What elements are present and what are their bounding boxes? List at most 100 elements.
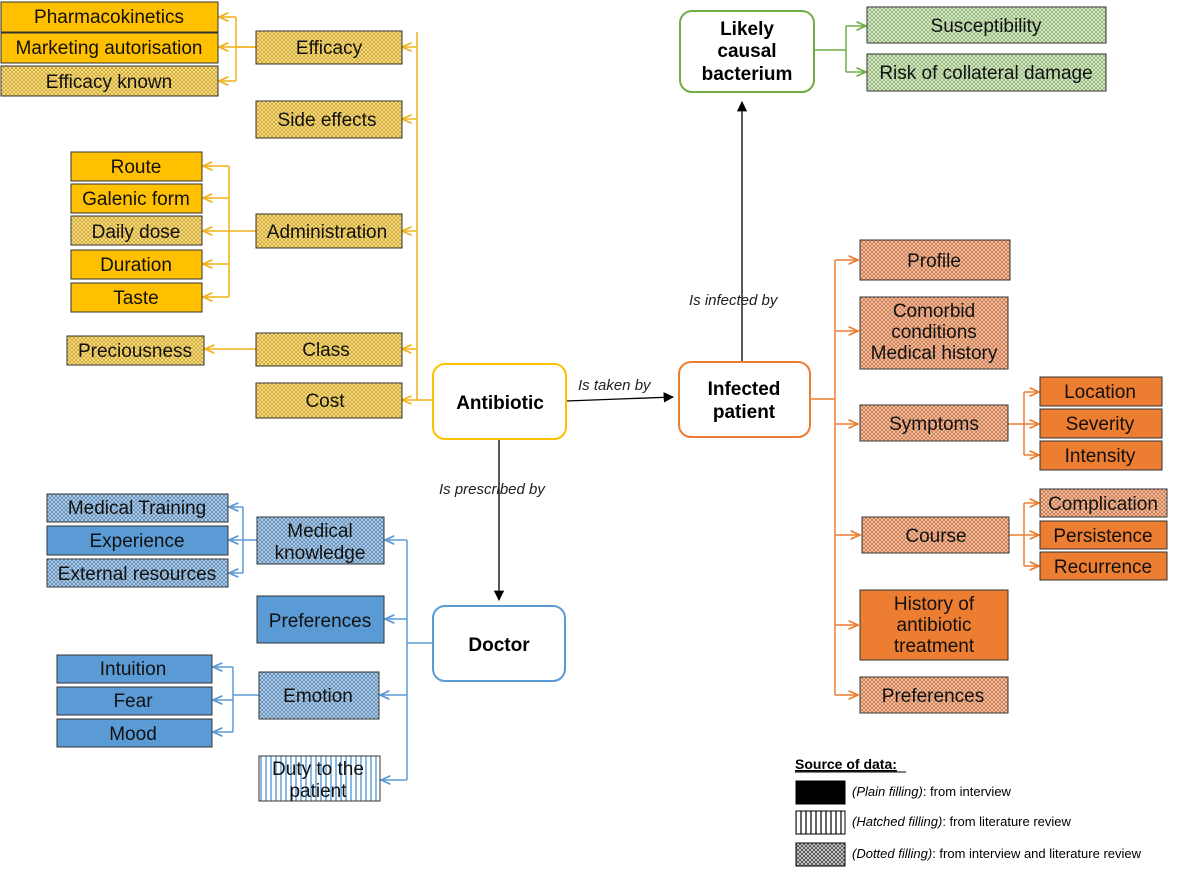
node-comorbid-label-1: Comorbid (893, 301, 975, 322)
node-susceptibility[interactable]: Susceptibility (866, 6, 1107, 44)
node-severity-label: Severity (1066, 414, 1135, 435)
node-comorbid-label-3: Medical history (871, 343, 998, 364)
node-administration[interactable]: Administration (255, 213, 403, 249)
node-history-antibiotic[interactable]: History of antibiotic treatment (859, 589, 1009, 661)
node-location[interactable]: Location (1039, 376, 1163, 407)
node-emotion[interactable]: Emotion (258, 671, 380, 720)
node-patient-preferences[interactable]: Preferences (859, 676, 1009, 714)
node-history-label-1: History of (894, 594, 975, 615)
node-profile-label: Profile (907, 251, 961, 272)
legend-label-dotted: (Dotted filling): from interview and lit… (852, 846, 1142, 861)
node-fear[interactable]: Fear (56, 686, 213, 716)
node-comorbid-label-2: conditions (891, 322, 977, 343)
node-history-label-2: antibiotic (897, 615, 972, 636)
node-pharmacokinetics-label: Pharmacokinetics (34, 7, 184, 28)
node-medical-training[interactable]: Medical Training (46, 493, 229, 523)
node-cost[interactable]: Cost (255, 382, 403, 419)
node-complication-label: Complication (1048, 494, 1158, 515)
node-class[interactable]: Class (255, 332, 403, 367)
node-marketing-autorisation-label: Marketing autorisation (16, 38, 203, 59)
node-side-effects[interactable]: Side effects (255, 100, 403, 139)
node-cost-label: Cost (305, 391, 345, 412)
node-doctor-preferences[interactable]: Preferences (256, 595, 385, 644)
legend-desc-plain: : from interview (923, 784, 1012, 799)
node-preciousness[interactable]: Preciousness (66, 335, 205, 366)
node-taste[interactable]: Taste (70, 282, 203, 313)
node-doctor-label: Doctor (468, 635, 530, 656)
node-bacterium-label-1: Likely (720, 19, 774, 40)
node-marketing-autorisation[interactable]: Marketing autorisation (0, 32, 219, 64)
node-route[interactable]: Route (70, 151, 203, 182)
node-bacterium-label-3: bacterium (702, 64, 793, 85)
node-antibiotic[interactable]: Antibiotic (432, 363, 567, 440)
node-infected-patient-label-1: Infected (708, 379, 781, 400)
node-symptoms-label: Symptoms (889, 414, 979, 435)
legend-desc-dotted: : from interview and literature review (932, 846, 1141, 861)
legend-style-plain: (Plain filling) (852, 784, 923, 799)
node-administration-label: Administration (267, 222, 387, 243)
node-duty-to-the-patient[interactable]: Duty to the patient (258, 755, 381, 802)
node-complication[interactable]: Complication (1039, 488, 1168, 518)
node-daily-dose-label: Daily dose (92, 222, 181, 243)
node-intensity[interactable]: Intensity (1039, 440, 1163, 471)
node-duty-label-2: patient (289, 781, 347, 802)
edge-label-is-infected-by: Is infected by (689, 292, 779, 309)
node-mood[interactable]: Mood (56, 718, 213, 748)
legend-swatch-plain (795, 780, 846, 805)
node-course[interactable]: Course (861, 516, 1010, 554)
node-medical-knowledge-label-2: knowledge (275, 543, 366, 564)
node-infected-patient[interactable]: Infected patient (678, 361, 811, 438)
node-duty-label-1: Duty to the (272, 759, 364, 780)
node-recurrence[interactable]: Recurrence (1039, 551, 1168, 581)
node-class-label: Class (302, 340, 350, 361)
node-medical-training-label: Medical Training (68, 498, 206, 519)
node-risk-collateral-damage-label: Risk of collateral damage (879, 63, 1092, 84)
node-bacterium[interactable]: Likely causal bacterium (679, 10, 815, 93)
node-duration[interactable]: Duration (70, 249, 203, 280)
node-intensity-label: Intensity (1065, 446, 1136, 467)
node-persistence[interactable]: Persistence (1039, 520, 1168, 550)
node-severity[interactable]: Severity (1039, 408, 1163, 439)
node-intuition[interactable]: Intuition (56, 654, 213, 684)
node-profile[interactable]: Profile (859, 239, 1011, 281)
node-symptoms[interactable]: Symptoms (859, 404, 1009, 442)
doctor-branch: Medical knowledge Medical Training Exper… (46, 493, 385, 802)
node-efficacy-known[interactable]: Efficacy known (0, 65, 219, 97)
node-galenic-form[interactable]: Galenic form (70, 183, 203, 214)
antibiotic-branch: Efficacy Pharmacokinetics Marketing auto… (0, 1, 403, 419)
legend-desc-hatched: : from literature review (942, 814, 1071, 829)
node-daily-dose[interactable]: Daily dose (70, 215, 203, 246)
node-location-label: Location (1064, 382, 1136, 403)
legend-item-dotted: (Dotted filling): from interview and lit… (795, 842, 1142, 867)
node-recurrence-label: Recurrence (1054, 557, 1152, 578)
legend-swatch-hatched (795, 810, 846, 835)
node-infected-patient-label-2: patient (713, 402, 776, 423)
node-fear-label: Fear (113, 691, 153, 712)
node-galenic-form-label: Galenic form (82, 189, 190, 210)
node-comorbid-conditions[interactable]: Comorbid conditions Medical history (859, 296, 1009, 370)
node-side-effects-label: Side effects (278, 110, 377, 131)
legend-label-hatched: (Hatched filling): from literature revie… (852, 814, 1072, 829)
node-efficacy[interactable]: Efficacy (255, 30, 403, 65)
node-external-resources[interactable]: External resources (46, 558, 229, 588)
node-duration-label: Duration (100, 255, 172, 276)
node-history-label-3: treatment (894, 636, 975, 657)
legend-style-dotted: (Dotted filling) (852, 846, 932, 861)
bacterium-branch: Susceptibility Risk of collateral damage (866, 6, 1107, 92)
node-doctor[interactable]: Doctor (432, 605, 566, 682)
node-taste-label: Taste (113, 288, 158, 309)
legend-item-hatched: (Hatched filling): from literature revie… (795, 810, 1072, 835)
node-risk-collateral-damage[interactable]: Risk of collateral damage (866, 53, 1107, 92)
node-persistence-label: Persistence (1053, 526, 1152, 547)
legend-item-plain: (Plain filling): from interview (795, 780, 1012, 805)
node-patient-preferences-label: Preferences (882, 686, 984, 707)
node-intuition-label: Intuition (100, 659, 167, 680)
node-experience[interactable]: Experience (46, 525, 229, 556)
edge-label-is-prescribed-by: Is prescribed by (439, 481, 546, 498)
node-course-label: Course (905, 526, 966, 547)
node-medical-knowledge[interactable]: Medical knowledge (256, 516, 385, 565)
node-preciousness-label: Preciousness (78, 341, 192, 362)
node-pharmacokinetics[interactable]: Pharmacokinetics (0, 1, 219, 33)
legend-style-hatched: (Hatched filling) (852, 814, 942, 829)
